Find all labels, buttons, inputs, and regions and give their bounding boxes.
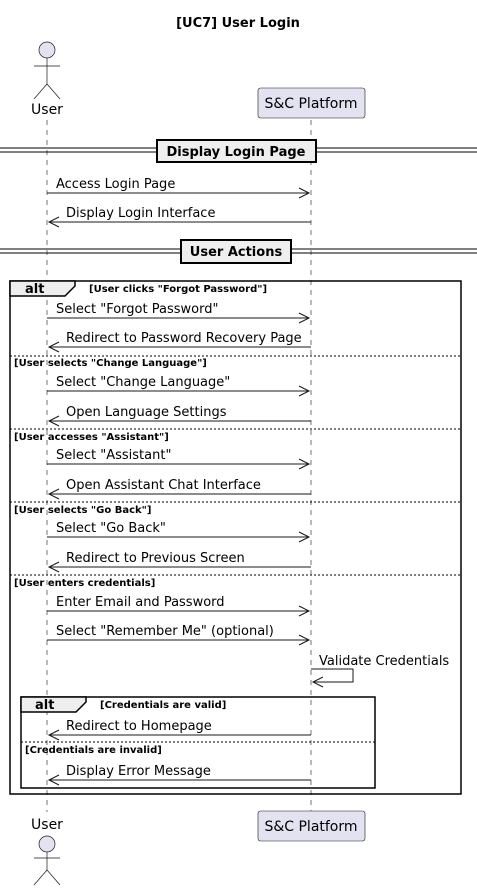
message-enter-email-password: Enter Email and Password: [47, 595, 311, 617]
arrow-left-icon: [47, 341, 60, 353]
message-display-login-interface: Display Login Interface: [47, 206, 311, 228]
message-label: Validate Credentials: [319, 654, 449, 669]
arrow-left-icon: [47, 561, 60, 573]
arrow-right-icon: [298, 385, 311, 397]
else-guard: [User selects "Change Language"]: [14, 358, 207, 369]
alt-guard: [Credentials are valid]: [100, 700, 226, 711]
message-label: Select "Go Back": [56, 521, 166, 536]
arrow-left-icon: [47, 774, 60, 786]
user-actor-bottom: User: [31, 817, 63, 886]
alt-frame-tab: [9, 280, 76, 297]
user-label-top: User: [31, 102, 63, 118]
message-label: Select "Change Language": [56, 375, 230, 390]
message-redirect-password-recovery: Redirect to Password Recovery Page: [47, 331, 311, 353]
alt-frame-tab: [20, 696, 87, 713]
arrow-left-icon: [47, 488, 60, 500]
message-label: Select "Remember Me" (optional): [56, 624, 274, 639]
message-label: Display Error Message: [66, 764, 211, 779]
user-actor-top: User: [31, 41, 63, 118]
else-guard: [User accesses "Assistant"]: [14, 432, 169, 443]
message-label: Access Login Page: [56, 177, 175, 192]
message-label: Redirect to Homepage: [66, 719, 212, 734]
message-label: Open Assistant Chat Interface: [66, 478, 261, 493]
divider-display-login-page: Display Login Page: [0, 139, 477, 163]
message-validate-credentials: Validate Credentials: [311, 654, 449, 688]
actor-head-icon: [38, 835, 56, 853]
message-redirect-homepage: Redirect to Homepage: [47, 719, 311, 741]
divider-label: Display Login Page: [167, 145, 306, 160]
arrow-left-icon: [47, 216, 60, 228]
message-label: Select "Assistant": [56, 448, 171, 463]
message-display-error: Display Error Message: [47, 764, 311, 786]
else-guard: [User enters credentials]: [14, 578, 155, 589]
message-label: Open Language Settings: [66, 405, 227, 420]
message-select-assistant: Select "Assistant": [47, 448, 311, 470]
arrow-left-icon: [47, 415, 60, 427]
divider-user-actions: User Actions: [0, 239, 477, 264]
message-label: Redirect to Password Recovery Page: [66, 331, 302, 346]
arrow-right-icon: [298, 634, 311, 646]
alt-guard: [User clicks "Forgot Password"]: [89, 284, 267, 295]
message-select-go-back: Select "Go Back": [47, 521, 311, 543]
message-label: Select "Forgot Password": [56, 302, 218, 317]
arrow-left-icon: [311, 676, 324, 688]
arrow-right-icon: [298, 312, 311, 324]
message-label: Display Login Interface: [66, 206, 215, 221]
arrow-right-icon: [298, 458, 311, 470]
platform-participant-top: S&C Platform: [257, 87, 366, 119]
alt-keyword: alt: [35, 698, 54, 713]
message-access-login-page: Access Login Page: [47, 177, 311, 199]
alt-frame-inner: alt [Credentials are valid] [Credentials…: [20, 696, 376, 789]
else-guard: [Credentials are invalid]: [25, 745, 162, 756]
arrow-right-icon: [298, 531, 311, 543]
alt-keyword: alt: [25, 282, 44, 297]
message-label: Redirect to Previous Screen: [66, 551, 245, 566]
message-label: Enter Email and Password: [56, 595, 225, 610]
divider-label: User Actions: [190, 245, 283, 260]
arrow-right-icon: [298, 187, 311, 199]
user-label-bottom: User: [31, 817, 63, 833]
message-open-assistant-chat: Open Assistant Chat Interface: [47, 478, 311, 500]
message-select-remember-me: Select "Remember Me" (optional): [47, 624, 311, 646]
actor-head-icon: [38, 41, 56, 59]
else-guard: [User selects "Go Back"]: [14, 505, 151, 516]
platform-label-top: S&C Platform: [264, 96, 357, 112]
message-select-forgot-password: Select "Forgot Password": [47, 302, 311, 324]
platform-label-bottom: S&C Platform: [264, 819, 357, 835]
arrow-right-icon: [298, 605, 311, 617]
message-redirect-previous-screen: Redirect to Previous Screen: [47, 551, 311, 573]
alt-frame-outer: alt [User clicks "Forgot Password"] [Use…: [9, 280, 462, 795]
arrow-left-icon: [47, 729, 60, 741]
message-open-language-settings: Open Language Settings: [47, 405, 311, 427]
message-select-change-language: Select "Change Language": [47, 375, 311, 397]
diagram-title: [UC7] User Login: [176, 16, 300, 31]
platform-participant-bottom: S&C Platform: [257, 810, 366, 842]
